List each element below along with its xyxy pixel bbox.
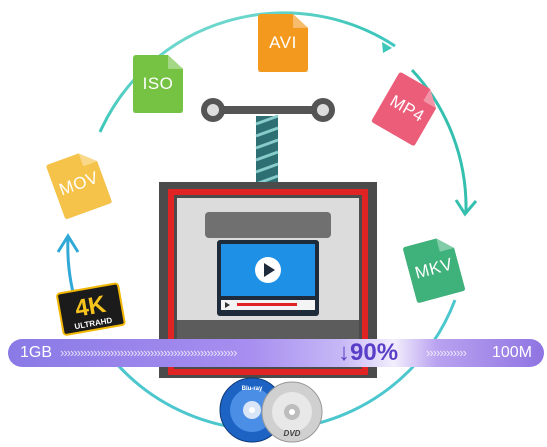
avi-file-icon: AVI	[258, 14, 308, 72]
bluray-label: Blu-ray	[242, 386, 263, 392]
dvd-label: DVD	[284, 429, 301, 438]
mp4-label: MP4	[386, 91, 428, 126]
reduction-percent: ↓90%	[338, 339, 399, 366]
iso-file-icon: ISO	[133, 55, 183, 113]
press-red-border	[168, 189, 368, 375]
arc-top	[98, 11, 396, 133]
press-plate	[205, 212, 331, 238]
original-size: 1GB	[20, 344, 53, 361]
mkv-label: MKV	[412, 254, 455, 283]
avi-label: AVI	[269, 33, 297, 52]
arc-right	[410, 68, 468, 213]
disc-icons: Blu-ray DVD	[219, 377, 323, 443]
4k-ultrahd-icon: 4K ULTRAHD	[56, 282, 126, 336]
compression-bar: ››››››››››››››››››››››››››››››››››››››››…	[8, 339, 544, 367]
compressed-size: 100M	[491, 344, 532, 361]
press-handle	[203, 106, 327, 114]
arc-top-arrowhead	[382, 42, 392, 53]
arc-right-arrowhead	[454, 199, 478, 217]
dvd-disc-icon: DVD	[261, 381, 323, 443]
bar-arrows-left: ››››››››››››››››››››››››››››››››››››››››…	[60, 345, 237, 360]
4k-text: 4K	[73, 291, 109, 323]
mov-label: MOV	[56, 167, 101, 200]
iso-label: ISO	[142, 74, 174, 93]
arc-left-arrowhead	[56, 233, 80, 253]
bar-arrows-right: ››››››››››››	[426, 345, 467, 360]
